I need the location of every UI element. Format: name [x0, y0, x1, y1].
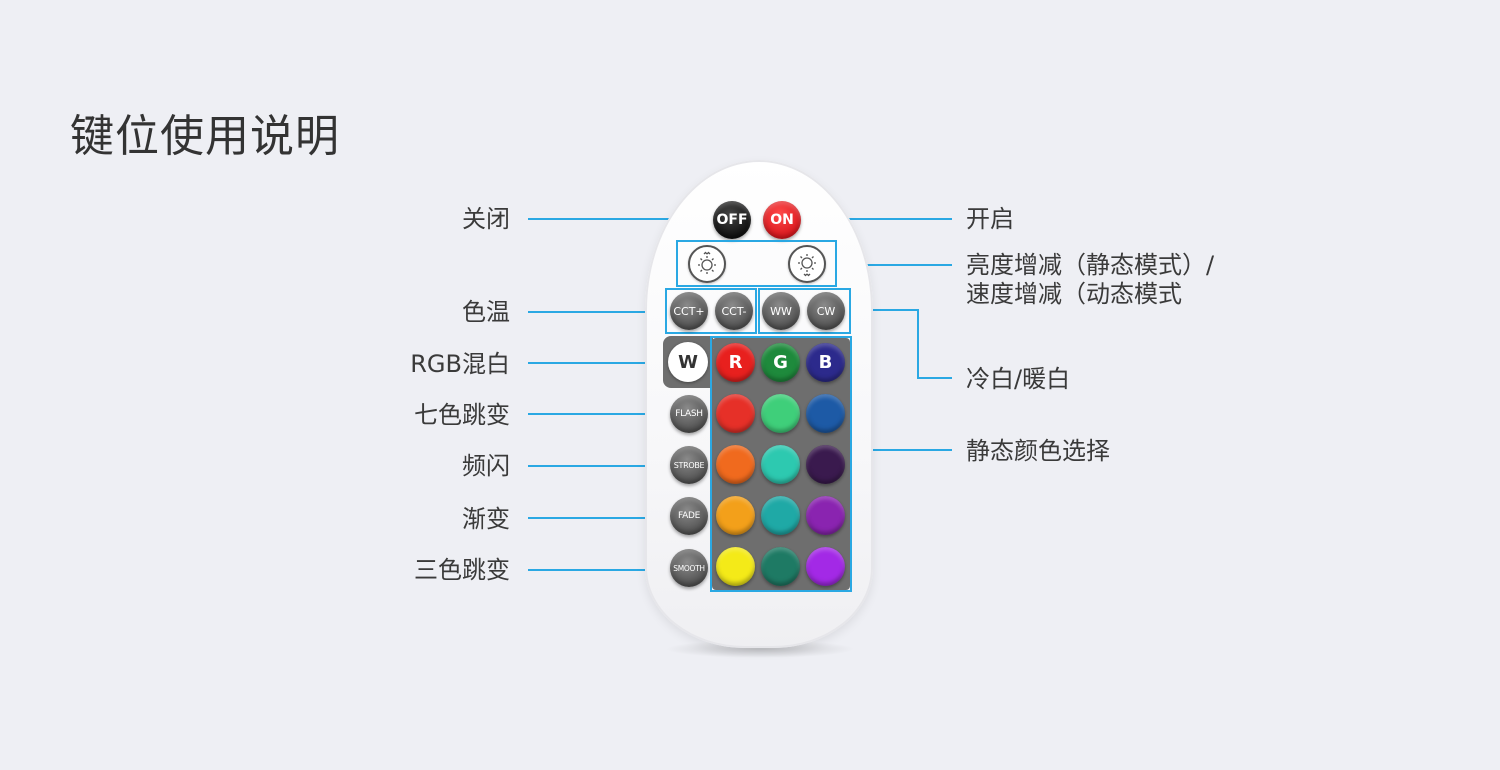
fade-label: 渐变: [462, 505, 510, 533]
color-button-r2-c1[interactable]: [716, 394, 755, 433]
color-button-r5-c2[interactable]: [761, 547, 800, 586]
sun-up-icon: [798, 254, 816, 277]
color-button-r2-c3[interactable]: [806, 394, 845, 433]
sun-down-icon: [698, 251, 716, 274]
cw-button[interactable]: CW: [807, 292, 845, 330]
strobe-label: 频闪: [462, 452, 510, 480]
brightness-highlight-box: [676, 240, 837, 287]
blue-button[interactable]: B: [806, 343, 845, 382]
color-button-r4-c1[interactable]: [716, 496, 755, 535]
off-button[interactable]: OFF: [713, 201, 751, 239]
color-grid-highlight-box: [710, 336, 852, 592]
strobe-button[interactable]: STROBE: [670, 446, 708, 484]
cct-label: 色温: [462, 298, 510, 326]
smooth-label: 三色跳变: [414, 556, 510, 584]
color-button-r5-c3[interactable]: [806, 547, 845, 586]
cct-minus-button[interactable]: CCT-: [715, 292, 753, 330]
ww-cw-highlight-box: [758, 288, 851, 334]
color-button-r3-c1[interactable]: [716, 445, 755, 484]
color-button-r2-c2[interactable]: [761, 394, 800, 433]
brightness-down-button[interactable]: [688, 245, 726, 283]
color-button-r5-c1[interactable]: [716, 547, 755, 586]
color-button-r3-c3[interactable]: [806, 445, 845, 484]
flash-label: 七色跳变: [414, 401, 510, 429]
ww-cw-label: 冷白/暖白: [966, 365, 1071, 393]
fade-button[interactable]: FADE: [670, 497, 708, 535]
color-button-r3-c2[interactable]: [761, 445, 800, 484]
brightness-label-line2: 速度增减（动态模式: [966, 280, 1182, 308]
green-button[interactable]: G: [761, 343, 800, 382]
brightness-up-button[interactable]: [788, 245, 826, 283]
remote-shadow: [665, 640, 855, 658]
on-button[interactable]: ON: [763, 201, 801, 239]
red-button[interactable]: R: [716, 343, 755, 382]
cct-highlight-box: [665, 288, 757, 334]
ww-button[interactable]: WW: [762, 292, 800, 330]
color-button-r4-c3[interactable]: [806, 496, 845, 535]
on-label: 开启: [966, 205, 1014, 233]
color-button-r4-c2[interactable]: [761, 496, 800, 535]
smooth-button[interactable]: SMOOTH: [670, 549, 708, 587]
brightness-label-line1: 亮度增减（静态模式）/: [966, 251, 1215, 279]
w-button[interactable]: W: [668, 342, 708, 382]
page-title: 键位使用说明: [70, 111, 340, 162]
static-color-label: 静态颜色选择: [966, 437, 1110, 465]
cct-plus-button[interactable]: CCT+: [670, 292, 708, 330]
flash-button[interactable]: FLASH: [670, 395, 708, 433]
off-label: 关闭: [462, 205, 510, 233]
rgbw-label: RGB混白: [410, 350, 510, 378]
